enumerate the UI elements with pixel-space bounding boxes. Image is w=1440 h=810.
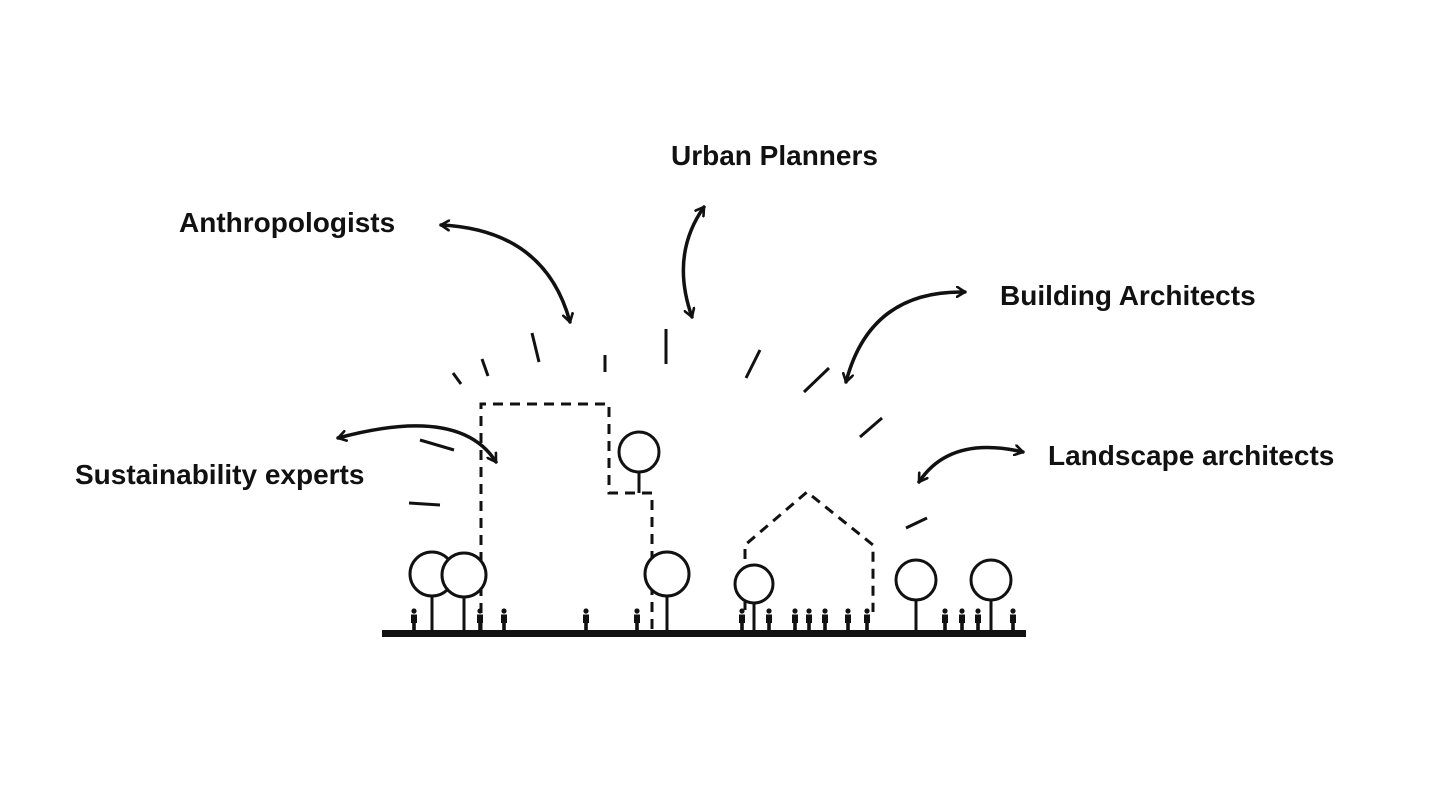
tree [733, 563, 775, 632]
arrow-sustainability [336, 424, 498, 464]
label-building-architects: Building Architects [1000, 280, 1256, 311]
person-icon [959, 608, 965, 632]
person-icon [975, 608, 981, 632]
person-icon [822, 608, 828, 632]
person-icon [942, 608, 948, 632]
building-outlines [479, 402, 875, 630]
tree [440, 551, 488, 632]
person-icon [1010, 608, 1016, 632]
person-icon [806, 608, 812, 632]
person-icon [501, 608, 507, 632]
label-landscape-architects: Landscape architects [1048, 440, 1334, 471]
person-icon [739, 608, 745, 632]
tall-building-outline [479, 402, 654, 630]
tree [643, 550, 691, 632]
arrow-urban-planners [681, 205, 706, 319]
label-sustainability-experts: Sustainability experts [75, 459, 364, 490]
person-icon [766, 608, 772, 632]
arrow-landscape [917, 447, 1025, 484]
trees [408, 430, 1013, 632]
person-icon [634, 608, 640, 632]
ground-line [382, 630, 1026, 637]
person-icon [792, 608, 798, 632]
person-icon [583, 608, 589, 632]
tree [969, 558, 1013, 632]
label-urban-planners: Urban Planners [671, 140, 878, 171]
radiating-dashes [408, 329, 928, 530]
tree [617, 430, 661, 493]
person-icon [864, 608, 870, 632]
arrow-building-architects [846, 292, 967, 384]
person-icon [411, 608, 417, 632]
arrow-anthropologists [439, 225, 570, 324]
people [411, 608, 1016, 632]
person-icon [845, 608, 851, 632]
label-anthropologists: Anthropologists [179, 207, 395, 238]
arrows [336, 205, 1025, 484]
tree [894, 558, 938, 632]
